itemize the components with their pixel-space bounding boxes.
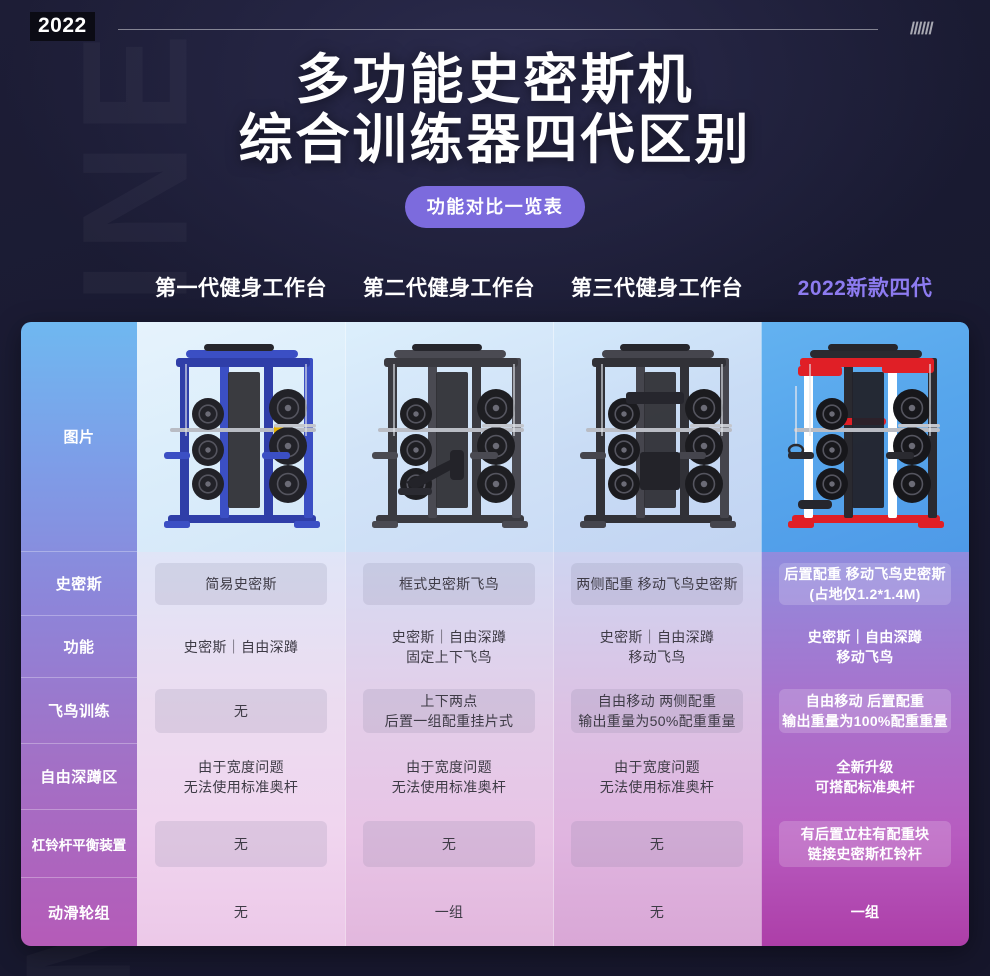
cell-r2-c2: 框式史密斯飞鸟	[345, 552, 553, 616]
cell-text: 自由移动 两侧配重 输出重量为50%配重重量	[578, 692, 736, 729]
cell-text: 史密斯｜自由深蹲 移动飞鸟	[599, 628, 715, 665]
cell-r7-c1: 无	[137, 878, 345, 946]
cell-chip: 无	[155, 821, 327, 867]
row-label-6: 杠铃杆平衡装置	[21, 810, 137, 878]
cell-r6-c3: 无	[553, 810, 761, 878]
cell-text: 两侧配重 移动飞鸟史密斯	[576, 575, 738, 592]
gen1-smith-machine-image	[146, 332, 336, 542]
row-label-7: 动滑轮组	[47, 904, 110, 922]
cell-r7-c3: 无	[553, 878, 761, 946]
row-label-1: 图片	[21, 322, 137, 552]
gen2-smith-machine-image	[354, 332, 544, 542]
cell-chip: 无	[363, 821, 535, 867]
cell-r1-c4	[761, 322, 969, 552]
cell-text: 无	[233, 903, 249, 920]
cell-chip: 两侧配重 移动飞鸟史密斯	[571, 563, 743, 605]
title-line-2: 综合训练器四代区别	[238, 110, 752, 171]
slash-decoration: //////	[909, 19, 933, 38]
cell-chip: 有后置立柱有配重块 链接史密斯杠铃杆	[779, 821, 951, 867]
header-rule	[118, 29, 878, 30]
cell-r5-c1: 由于宽度问题 无法使用标准奥杆	[137, 744, 345, 810]
column-header-1: 第一代健身工作台	[155, 277, 327, 300]
gen4-smith-machine-image	[770, 332, 960, 542]
cell-chip: 自由移动 后置配重 输出重量为100%配重重量	[779, 689, 951, 733]
cell-r1-c1	[137, 322, 345, 552]
cell-text: 一组	[850, 903, 880, 920]
cell-r4-c2: 上下两点 后置一组配重挂片式	[345, 678, 553, 744]
cell-r6-c2: 无	[345, 810, 553, 878]
cell-r3-c3: 史密斯｜自由深蹲 移动飞鸟	[553, 616, 761, 678]
row-label-3: 功能	[21, 616, 137, 678]
cell-text: 由于宽度问题 无法使用标准奥杆	[183, 758, 299, 795]
column-header-3: 第三代健身工作台	[571, 277, 743, 300]
cell-text: 无	[649, 835, 665, 852]
cell-chip: 自由移动 两侧配重 输出重量为50%配重重量	[571, 689, 743, 733]
cell-text: 一组	[434, 903, 464, 920]
cell-r6-c4: 有后置立柱有配重块 链接史密斯杠铃杆	[761, 810, 969, 878]
column-headers: 第一代健身工作台 第二代健身工作台 第三代健身工作台 2022新款四代	[137, 272, 969, 302]
row-label-4: 飞鸟训练	[21, 678, 137, 744]
cell-r2-c3: 两侧配重 移动飞鸟史密斯	[553, 552, 761, 616]
cell-text: 无	[649, 903, 665, 920]
cell-text: 无	[441, 835, 457, 852]
cell-r5-c4: 全新升级 可搭配标准奥杆	[761, 744, 969, 810]
cell-chip: 框式史密斯飞鸟	[363, 563, 535, 605]
data-column-4: 后置配重 移动飞鸟史密斯 (占地仅1.2*1.4M) 史密斯｜自由深蹲 移动飞鸟自…	[761, 322, 969, 946]
cell-chip: 后置配重 移动飞鸟史密斯 (占地仅1.2*1.4M)	[779, 563, 951, 605]
cell-text: 史密斯｜自由深蹲	[183, 638, 299, 655]
cell-text: 自由移动 后置配重 输出重量为100%配重重量	[782, 692, 948, 729]
cell-r3-c2: 史密斯｜自由深蹲 固定上下飞鸟	[345, 616, 553, 678]
cell-text: 全新升级 可搭配标准奥杆	[814, 758, 916, 795]
cell-r2-c4: 后置配重 移动飞鸟史密斯 (占地仅1.2*1.4M)	[761, 552, 969, 616]
data-column-2: 框式史密斯飞鸟史密斯｜自由深蹲 固定上下飞鸟上下两点 后置一组配重挂片式由于宽度…	[345, 322, 553, 946]
title-line-1: 多功能史密斯机	[295, 50, 695, 110]
cell-chip: 简易史密斯	[155, 563, 327, 605]
cell-r1-c3	[553, 322, 761, 552]
row-label-column: 图片史密斯功能飞鸟训练自由深蹲区杠铃杆平衡装置动滑轮组	[21, 322, 137, 946]
cell-r3-c4: 史密斯｜自由深蹲 移动飞鸟	[761, 616, 969, 678]
data-column-1: 简易史密斯史密斯｜自由深蹲无由于宽度问题 无法使用标准奥杆无无	[137, 322, 345, 946]
cell-r4-c1: 无	[137, 678, 345, 744]
cell-chip: 无	[155, 689, 327, 733]
cell-text: 上下两点 后置一组配重挂片式	[384, 692, 514, 729]
cell-r3-c1: 史密斯｜自由深蹲	[137, 616, 345, 678]
cell-r7-c2: 一组	[345, 878, 553, 946]
row-label-5: 自由深蹲区	[21, 744, 137, 810]
column-header-2: 第二代健身工作台	[363, 277, 535, 300]
subtitle-pill: 功能对比一览表	[404, 185, 586, 228]
comparison-table: 图片史密斯功能飞鸟训练自由深蹲区杠铃杆平衡装置动滑轮组 简易史密斯史密斯｜自由深…	[21, 322, 969, 946]
gen3-smith-machine-image	[562, 332, 752, 542]
cell-r6-c1: 无	[137, 810, 345, 878]
cell-text: 史密斯｜自由深蹲 固定上下飞鸟	[391, 628, 507, 665]
cell-r1-c2	[345, 322, 553, 552]
cell-r5-c3: 由于宽度问题 无法使用标准奥杆	[553, 744, 761, 810]
cell-r5-c2: 由于宽度问题 无法使用标准奥杆	[345, 744, 553, 810]
year-badge: 2022	[30, 12, 95, 41]
row-label-2: 史密斯	[21, 552, 137, 616]
cell-text: 后置配重 移动飞鸟史密斯 (占地仅1.2*1.4M)	[784, 565, 946, 602]
column-header-4: 2022新款四代	[797, 277, 933, 300]
cell-text: 无	[233, 835, 249, 852]
data-column-3: 两侧配重 移动飞鸟史密斯史密斯｜自由深蹲 移动飞鸟自由移动 两侧配重 输出重量为…	[553, 322, 761, 946]
data-columns: 简易史密斯史密斯｜自由深蹲无由于宽度问题 无法使用标准奥杆无无 框式史密斯飞鸟史…	[137, 322, 969, 946]
cell-text: 有后置立柱有配重块 链接史密斯杠铃杆	[800, 825, 930, 862]
cell-r4-c4: 自由移动 后置配重 输出重量为100%配重重量	[761, 678, 969, 744]
cell-text: 无	[233, 702, 249, 719]
cell-text: 由于宽度问题 无法使用标准奥杆	[599, 758, 715, 795]
cell-r7-c4: 一组	[761, 878, 969, 946]
title-block: 多功能史密斯机 综合训练器四代区别 功能对比一览表	[0, 50, 990, 228]
cell-chip: 上下两点 后置一组配重挂片式	[363, 689, 535, 733]
cell-r4-c3: 自由移动 两侧配重 输出重量为50%配重重量	[553, 678, 761, 744]
cell-text: 框式史密斯飞鸟	[398, 575, 500, 592]
cell-text: 史密斯｜自由深蹲 移动飞鸟	[807, 628, 923, 665]
cell-chip: 无	[571, 821, 743, 867]
cell-r2-c1: 简易史密斯	[137, 552, 345, 616]
cell-text: 简易史密斯	[205, 575, 277, 592]
cell-text: 由于宽度问题 无法使用标准奥杆	[391, 758, 507, 795]
